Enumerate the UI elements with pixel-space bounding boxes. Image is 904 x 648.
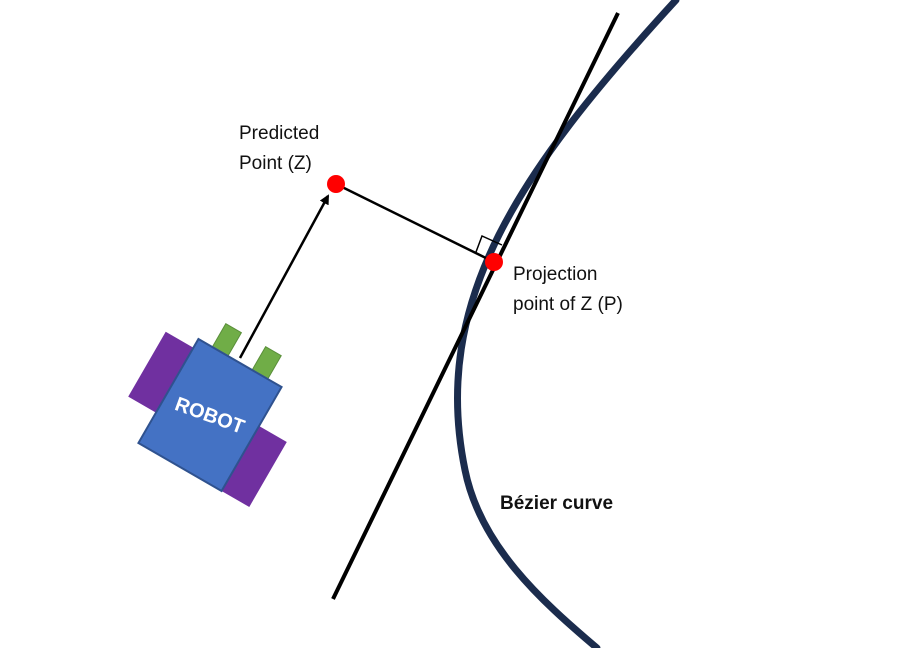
projection-point-label-line2: point of Z (P) xyxy=(513,294,623,315)
projection-point-label-line1: Projection xyxy=(513,264,598,285)
bezier-curve-label: Bézier curve xyxy=(500,493,614,514)
predicted-point-label: Predicted Point (Z) xyxy=(239,119,319,179)
bezier-curve xyxy=(454,0,680,648)
right-angle-marker xyxy=(475,234,503,253)
robot-body xyxy=(137,337,283,493)
projection-segment xyxy=(335,182,495,264)
prediction-arrow xyxy=(238,194,330,359)
tangent-line xyxy=(331,12,620,600)
projection-point-marker xyxy=(485,253,503,271)
predicted-point-marker xyxy=(327,175,345,193)
robot-wheel-left xyxy=(128,331,194,413)
predicted-point-label-line2: Point (Z) xyxy=(239,153,312,174)
predicted-point-label-line1: Predicted xyxy=(239,123,320,144)
robot-wheel-right xyxy=(221,426,287,507)
projection-point-label: Projection point of Z (P) xyxy=(513,260,623,320)
robot-icon: ROBOT xyxy=(128,322,287,507)
